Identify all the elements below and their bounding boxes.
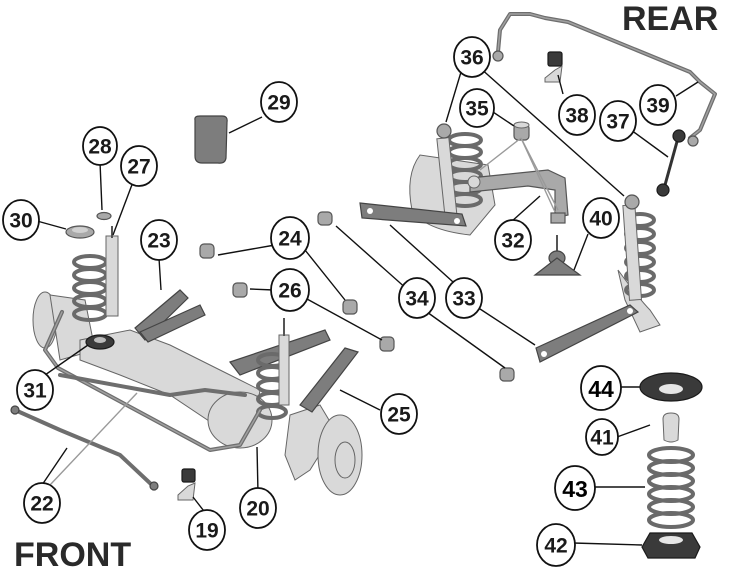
callout-42: 42 (536, 523, 576, 567)
rear-upper-arm-bushing (513, 121, 530, 141)
callout-32: 32 (494, 219, 532, 261)
callout-number: 39 (646, 95, 669, 118)
callout-circle (16, 369, 54, 411)
callout-number: 35 (465, 98, 489, 121)
callout-circle (599, 100, 637, 142)
callout-29: 29 (260, 81, 298, 123)
callout-circle (188, 509, 226, 551)
callout-number: 44 (588, 376, 614, 402)
callout-number: 42 (544, 535, 567, 558)
callout-37: 37 (599, 100, 637, 142)
callout-number: 25 (387, 404, 411, 427)
callout-circle (445, 277, 483, 319)
callout-number: 27 (127, 156, 150, 179)
callout-36: 36 (453, 36, 491, 78)
callout-circle (140, 219, 178, 261)
callout-number: 37 (606, 111, 629, 134)
callout-circle (23, 482, 61, 524)
callout-number: 43 (562, 476, 588, 502)
callout-circle (82, 126, 118, 166)
callout-number: 31 (23, 380, 47, 403)
callout-circle (582, 197, 620, 239)
callout-number: 19 (195, 520, 218, 543)
callout-number: 36 (460, 47, 483, 70)
callout-circle (494, 219, 532, 261)
callout-circle (260, 81, 298, 123)
callout-number: 29 (267, 92, 290, 115)
callout-number: 30 (9, 210, 32, 233)
callout-number: 20 (246, 498, 269, 521)
callout-circle (120, 145, 158, 187)
rear-lower-arm-bushings (317, 211, 515, 382)
callout-number: 34 (405, 288, 429, 311)
callout-number: 40 (589, 208, 612, 231)
callout-35: 35 (459, 88, 495, 128)
rear-left-assembly (359, 123, 569, 236)
callout-circle (270, 268, 310, 312)
front-control-arm-bushings (199, 243, 395, 352)
callout-25: 25 (380, 393, 418, 435)
upper-isolator (65, 225, 95, 239)
rear-label: REAR (622, 0, 718, 38)
callout-41: 41 (585, 418, 619, 456)
front-axle-assembly (32, 226, 363, 496)
callout-23: 23 (140, 219, 178, 261)
callout-circle (2, 199, 40, 241)
callout-19: 19 (188, 509, 226, 551)
front-sway-bar-bracket (177, 468, 196, 501)
callout-circle (380, 393, 418, 435)
callout-38: 38 (558, 94, 596, 136)
callout-circle (270, 216, 310, 260)
callout-33: 33 (445, 277, 483, 319)
shock-bushing (96, 211, 112, 221)
callout-27: 27 (120, 145, 158, 187)
callout-circle (554, 465, 596, 511)
callout-22: 22 (23, 482, 61, 524)
rear-sway-bar-link (656, 129, 686, 197)
callout-circle (536, 523, 576, 567)
callout-28: 28 (82, 126, 118, 166)
callout-number: 32 (501, 230, 524, 253)
rear-right-assembly (535, 194, 661, 363)
rear-sway-bar (492, 12, 717, 147)
front-label: FRONT (14, 536, 131, 574)
callout-circle (639, 84, 677, 126)
callout-number: 26 (278, 280, 301, 303)
callout-number: 22 (30, 493, 53, 516)
callout-number: 28 (88, 136, 112, 159)
callout-30: 30 (2, 199, 40, 241)
leader-lines (34, 66, 699, 546)
jounce-bumper-block (194, 115, 228, 164)
callout-number: 41 (590, 427, 614, 450)
callout-circle (398, 277, 436, 319)
callout-number: 23 (147, 230, 170, 253)
spring-stack (639, 372, 703, 559)
callout-circle (459, 88, 495, 128)
callout-number: 38 (565, 105, 589, 128)
callout-number: 24 (278, 228, 302, 251)
ball-joint (533, 235, 582, 276)
callout-circle (585, 418, 619, 456)
callout-circle (453, 36, 491, 78)
callout-26: 26 (270, 268, 310, 312)
callout-20: 20 (239, 487, 277, 529)
callout-circle (239, 487, 277, 529)
callout-40: 40 (582, 197, 620, 239)
callout-43: 43 (554, 465, 596, 511)
callouts: 19 20 22 23 24 25 26 27 28 29 30 31 32 33 34 35 36 37 38 39… (2, 36, 677, 567)
callout-circle (558, 94, 596, 136)
rear-sway-bar-bracket (544, 51, 563, 83)
callout-39: 39 (639, 84, 677, 126)
callout-circle (580, 365, 622, 411)
callout-number: 33 (452, 288, 475, 311)
callout-31: 31 (16, 369, 54, 411)
callout-44: 44 (580, 365, 622, 411)
callout-34: 34 (398, 277, 436, 319)
callout-24: 24 (270, 216, 310, 260)
